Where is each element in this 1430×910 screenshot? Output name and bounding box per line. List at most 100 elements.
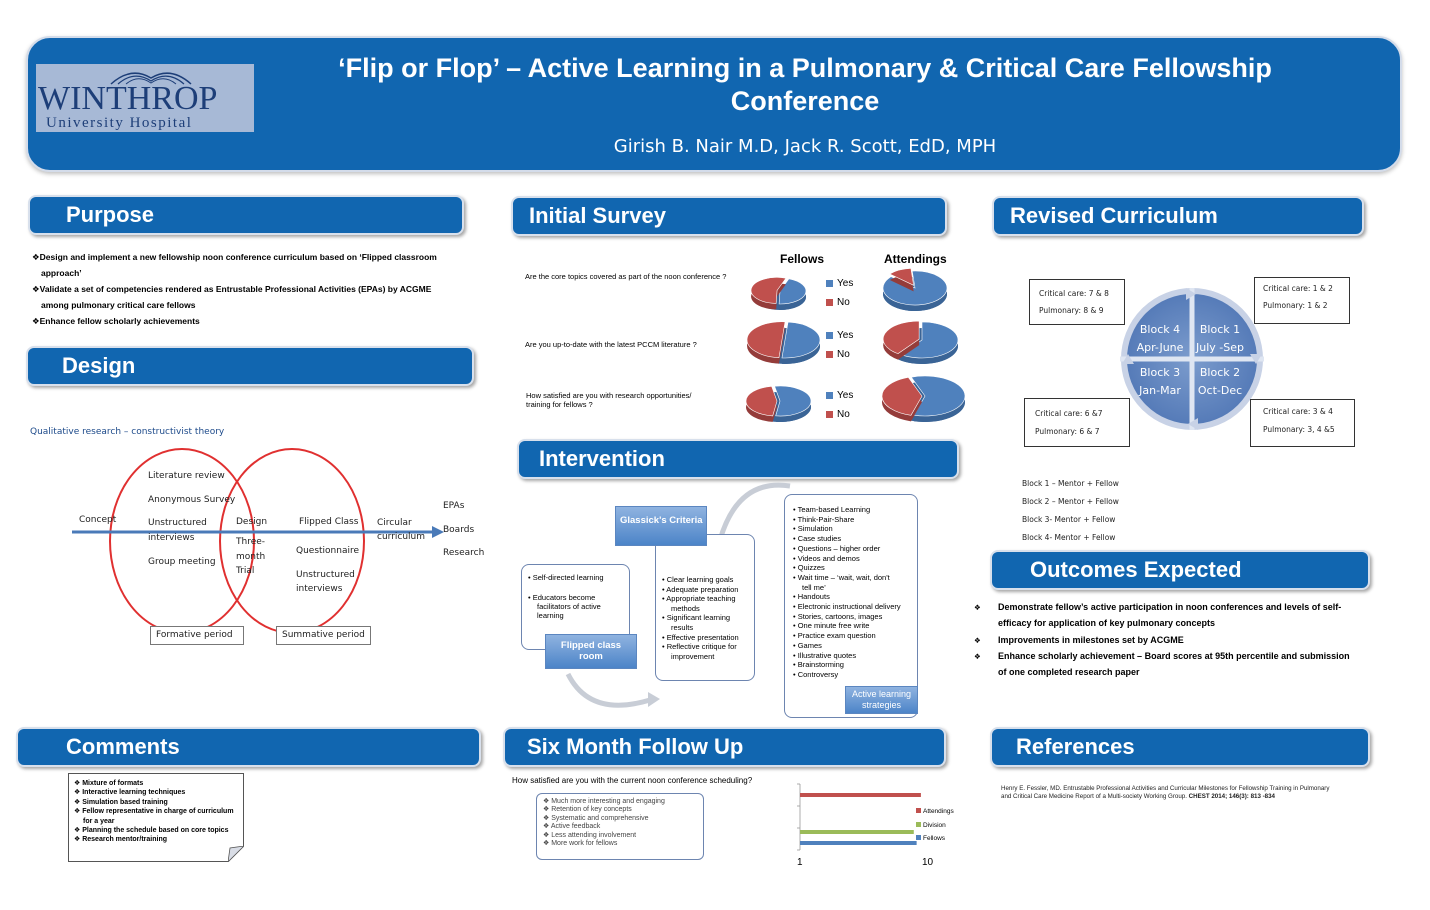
list-item: • Wait time – ‘wait, wait, don't bbox=[793, 572, 890, 582]
legend-no-2: No bbox=[826, 349, 850, 360]
block-name: Block 2 bbox=[1199, 366, 1241, 379]
mentor-line: Block 2 – Mentor + Fellow bbox=[1022, 497, 1119, 506]
design-item: Flipped Class bbox=[299, 517, 359, 527]
outcome-boards: Boards bbox=[443, 525, 475, 535]
survey-question-1: Are the core topics covered as part of t… bbox=[525, 272, 727, 281]
list-item: • Brainstorming bbox=[793, 660, 844, 670]
mentor-line: Block 3- Mentor + Fellow bbox=[1022, 515, 1116, 524]
active-line-1: Active learning bbox=[851, 689, 912, 699]
survey-question-3-cont: training for fellows ? bbox=[526, 400, 593, 409]
flipped-line-1: Flipped class bbox=[560, 640, 622, 651]
followup-bar-chart bbox=[797, 783, 921, 851]
axis-min-label: 1 bbox=[797, 857, 803, 868]
pie-slice-no bbox=[881, 376, 923, 416]
formative-label: Formative period bbox=[156, 630, 233, 640]
pie-slice-yes bbox=[882, 270, 948, 306]
list-item: • Handouts bbox=[793, 592, 830, 602]
reference-citation: CHEST 2014; 146(3): 813 -834 bbox=[1188, 793, 1275, 800]
list-item-cont: improvement bbox=[671, 651, 715, 661]
circular-label: Circular bbox=[377, 518, 412, 528]
purpose-bullet-cont: among pulmonary critical care fellows bbox=[41, 300, 196, 310]
block-2-topics-box: Critical care: 3 & 4 Pulmonary: 3, 4 &5 bbox=[1250, 399, 1355, 447]
comment-item: ❖ Fellow representative in charge of cur… bbox=[74, 808, 234, 816]
design-item: Trial bbox=[236, 566, 255, 576]
block-months: Apr-June bbox=[1136, 341, 1184, 354]
list-item-cont: learning bbox=[537, 611, 564, 620]
pie-slice-no bbox=[746, 321, 786, 358]
pie-slice-yes bbox=[781, 321, 821, 359]
intervention-heading: Intervention bbox=[517, 439, 959, 479]
purpose-bullet: ❖Enhance fellow scholarly achievements bbox=[32, 316, 200, 326]
reference-entry: Henry E. Fessler, MD. Entrustable Profes… bbox=[1001, 785, 1381, 801]
block-name: Block 3 bbox=[1139, 366, 1181, 379]
timeline-arrowhead-icon bbox=[432, 526, 444, 538]
list-item-cont: tell me’ bbox=[802, 582, 826, 592]
page-curl-icon bbox=[228, 846, 244, 862]
pie-slice-no bbox=[882, 320, 920, 354]
header-banner bbox=[26, 36, 1402, 172]
pie-slice-yes bbox=[778, 278, 807, 305]
outcome-bullet-cont: efficacy for application of key pulmonar… bbox=[998, 618, 1216, 628]
reference-line-2: and Critical Care Medicine Report of a M… bbox=[1001, 793, 1187, 800]
curriculum-cycle-diagram bbox=[1120, 288, 1264, 430]
outcome-bullet-icon: ❖ bbox=[974, 652, 981, 661]
list-item: • Adequate preparation bbox=[662, 584, 739, 594]
pulmonary-label: Pulmonary: 1 & 2 bbox=[1263, 301, 1328, 310]
design-item: month bbox=[236, 552, 266, 562]
legend-yes-1: Yes bbox=[826, 278, 853, 289]
list-item: • Clear learning goals bbox=[662, 575, 734, 584]
comment-item: ❖ Planning the schedule based on core to… bbox=[74, 827, 229, 835]
legend-no-3: No bbox=[826, 409, 850, 420]
bar-attendings bbox=[800, 793, 921, 797]
list-item: • Practice exam question bbox=[793, 631, 876, 641]
pie-slice-no bbox=[750, 277, 787, 304]
attendings-column-header: Attendings bbox=[884, 252, 947, 266]
comments-heading: Comments bbox=[16, 727, 481, 767]
comments-note: ❖ Mixture of formats❖ Interactive learni… bbox=[68, 773, 244, 862]
axis-max-label: 10 bbox=[922, 857, 934, 868]
glassick-criteria-node: Glassick's Criteria bbox=[615, 506, 707, 546]
logo-wordmark: WINTHROP bbox=[38, 80, 218, 117]
list-item: • Questions – higher order bbox=[793, 543, 881, 553]
list-item: • Quizzes bbox=[793, 563, 825, 573]
design-venn-diagram bbox=[72, 448, 444, 634]
outcomes-heading: Outcomes Expected bbox=[990, 550, 1370, 590]
bar-fellows bbox=[800, 841, 917, 845]
followup-heading: Six Month Follow Up bbox=[503, 727, 946, 767]
survey-question-2: Are you up-to-date with the latest PCCM … bbox=[525, 340, 697, 349]
block-1: Block 1 July -Sep bbox=[1194, 321, 1246, 357]
followup-item: ❖ Active feedback bbox=[543, 823, 601, 831]
critical-care-label: Critical care: 3 & 4 bbox=[1263, 407, 1333, 416]
pie-slice-no bbox=[889, 268, 915, 286]
followup-item: ❖ Much more interesting and engaging bbox=[543, 798, 665, 805]
outcome-bullet: Enhance scholarly achievement – Board sc… bbox=[998, 651, 1350, 661]
purpose-bullets: ❖Design and implement a new fellowship n… bbox=[32, 249, 482, 329]
outcome-epas: EPAs bbox=[443, 501, 465, 511]
list-item: • Simulation bbox=[793, 524, 833, 534]
followup-item: ❖ Systematic and comprehensive bbox=[543, 814, 649, 822]
list-item: • Team-based Learning bbox=[793, 505, 871, 514]
list-item-cont: results bbox=[671, 622, 694, 632]
list-item: • Controversy bbox=[793, 669, 839, 679]
list-item: • Effective presentation bbox=[662, 632, 739, 642]
list-item-cont: methods bbox=[671, 603, 700, 613]
block-months: Oct-Dec bbox=[1197, 384, 1243, 397]
authors: Girish B. Nair M.D, Jack R. Scott, EdD, … bbox=[613, 136, 997, 157]
list-item: • Illustrative quotes bbox=[793, 650, 857, 660]
initial-survey-pie-charts bbox=[745, 268, 966, 422]
followup-item: ❖ Less attending involvement bbox=[543, 831, 637, 839]
summative-label: Summative period bbox=[282, 630, 365, 640]
followup-item: ❖ Retention of key concepts bbox=[543, 806, 632, 814]
critical-care-label: Critical care: 7 & 8 bbox=[1039, 289, 1109, 298]
title-line-1: ‘Flip or Flop’ – Active Learning in a Pu… bbox=[338, 53, 1272, 83]
title-line-2: Conference bbox=[730, 86, 880, 116]
design-item: Literature review bbox=[148, 471, 225, 481]
outcome-bullet-icon: ❖ bbox=[974, 603, 981, 612]
glassick-criteria-list: • Clear learning goals• Adequate prepara… bbox=[655, 534, 755, 681]
winthrop-logo: WINTHROP University Hospital bbox=[36, 64, 254, 132]
list-item: • Case studies bbox=[793, 534, 842, 544]
active-line-2: strategies bbox=[861, 700, 902, 710]
purpose-heading: Purpose bbox=[28, 195, 464, 235]
active-learning-node: Active learning strategies bbox=[845, 686, 918, 714]
